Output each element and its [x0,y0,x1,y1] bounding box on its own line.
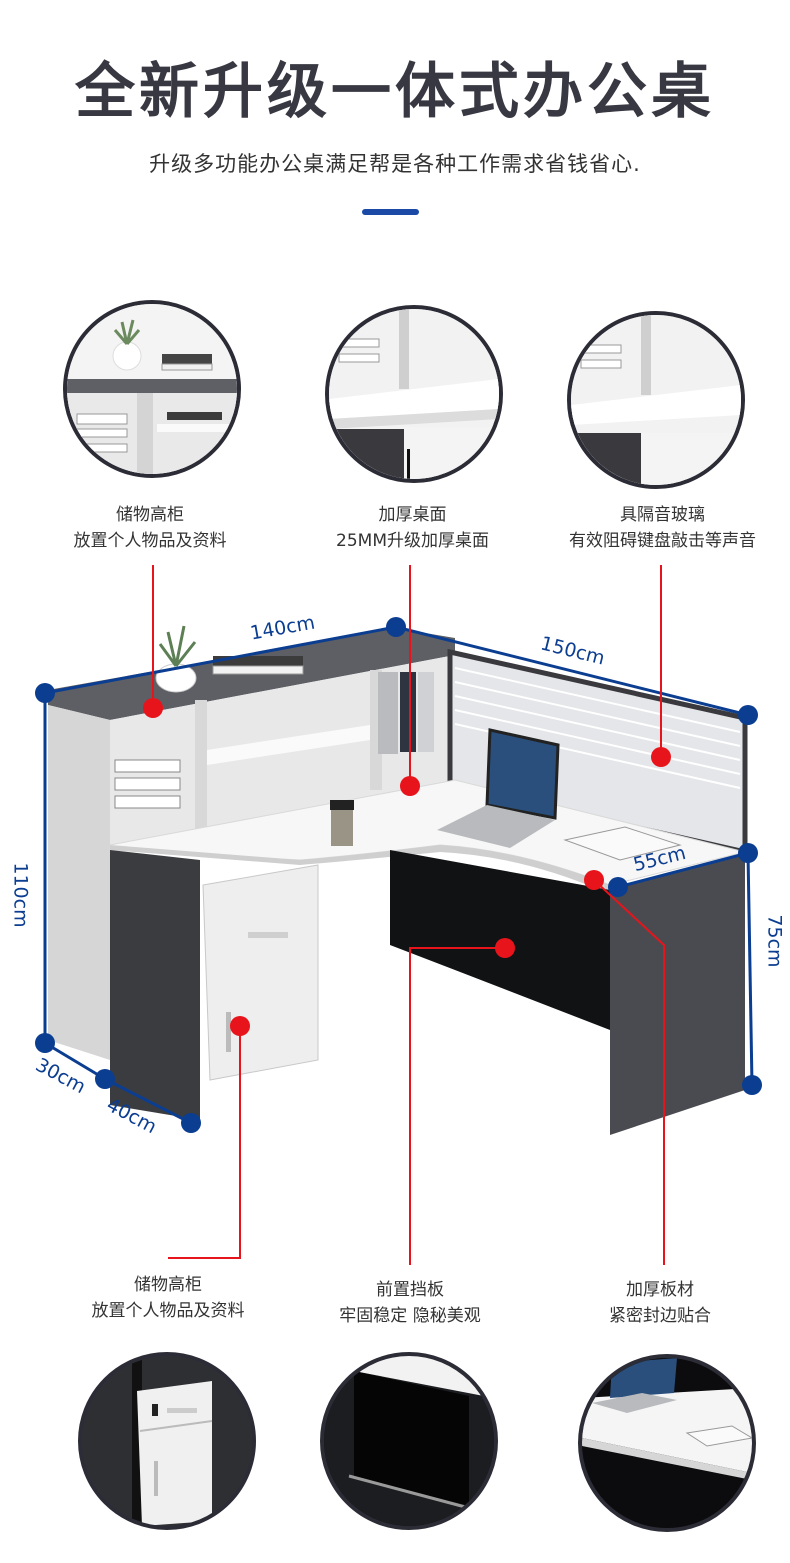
left-side-panel [48,705,110,1060]
feature-desc: 放置个人物品及资料 [91,1301,245,1321]
thick-board-illustration [582,1358,752,1528]
callout-dot-partition [651,747,671,767]
accent-divider [362,209,419,215]
feature-title: 储物高柜 [116,505,184,525]
hutch-divider [195,700,207,830]
dimension-dot [181,1113,201,1133]
feature-image-modesty-panel [320,1352,498,1530]
feature-title: 具隔音玻璃 [620,505,705,525]
dimension-dot [95,1069,115,1089]
feature-title: 前置挡板 [376,1280,444,1300]
top-feature-caption-3: 具隔音玻璃 有效阻碍键盘敲击等声音 [540,502,785,554]
coffee-cup [331,808,353,846]
bottom-feature-caption-1: 储物高柜 放置个人物品及资料 [58,1272,278,1324]
feature-image-partition-glass [567,311,745,489]
left-pedestal [110,850,200,1120]
dimension-lines [43,625,754,1125]
bottom-feature-caption-3: 加厚板材 紧密封边贴合 [560,1277,760,1329]
mobile-pedestal-illustration [82,1356,252,1526]
dimension-dot [738,843,758,863]
bottom-feature-caption-2: 前置挡板 牢固稳定 隐秘美观 [300,1277,520,1329]
plant-leaves [158,625,197,667]
dimension-total-height: 110cm [9,862,32,928]
binder [400,672,416,752]
dimension-dot [386,617,406,637]
books-stack [213,656,303,666]
feature-image-mobile-pedestal [78,1352,256,1530]
notebook [563,826,682,861]
feature-desc: 有效阻碍键盘敲击等声音 [569,531,756,551]
callout-dot-modesty-panel [495,938,515,958]
feature-desc: 牢固稳定 隐秘美观 [339,1306,481,1326]
callout-lines [152,565,665,1265]
laptop-base [437,805,555,848]
right-leg-panel [610,855,745,1135]
dimension-dot [608,877,628,897]
dimension-dot [35,1033,55,1053]
mobile-pedestal [202,864,319,1081]
page-subtitle: 升级多功能办公桌满足帮是各种工作需求省钱省心. [149,152,641,176]
door-handle [226,1012,231,1052]
feature-desc: 25MM升级加厚桌面 [336,531,489,551]
binder [418,672,434,752]
feature-image-thick-board [578,1354,756,1532]
callout-dot-desktop [400,776,420,796]
coffee-cup-lid [330,800,354,810]
page-title: 全新升级一体式办公桌 [75,57,715,127]
callout-points [143,698,671,1036]
feature-image-storage-hutch [63,300,241,478]
letter-tray [114,795,181,809]
partition-glass-illustration [571,315,741,485]
dimension-dot [35,683,55,703]
desktop-illustration [329,309,499,479]
laptop-screen [485,728,560,820]
binder [378,672,398,754]
feature-title: 加厚板材 [626,1280,694,1300]
drawer-handle [248,932,288,938]
top-feature-caption-2: 加厚桌面 25MM升级加厚桌面 [300,502,525,554]
feature-desc: 放置个人物品及资料 [73,531,227,551]
callout-dot-hutch [143,698,163,718]
desktop-edge [110,845,610,895]
letter-tray [114,777,181,791]
top-feature-caption-1: 储物高柜 放置个人物品及资料 [40,502,260,554]
hutch-shelf [207,725,370,765]
modesty-panel-illustration [324,1356,494,1526]
feature-image-desktop [325,305,503,483]
feature-desc: 紧密封边贴合 [609,1306,711,1326]
callout-dot-pedestal [230,1016,250,1036]
dimension-dot [738,705,758,725]
dimension-dot [742,1075,762,1095]
books-stack [212,665,304,675]
storage-hutch-illustration [67,304,237,474]
feature-title: 加厚桌面 [378,505,447,525]
callout-dot-board [584,870,604,890]
desk-product-diagram [35,565,762,1265]
feature-title: 储物高柜 [134,1275,202,1295]
dimension-points [35,617,762,1133]
dimension-desk-height: 75cm [763,914,786,968]
letter-tray [114,759,181,773]
